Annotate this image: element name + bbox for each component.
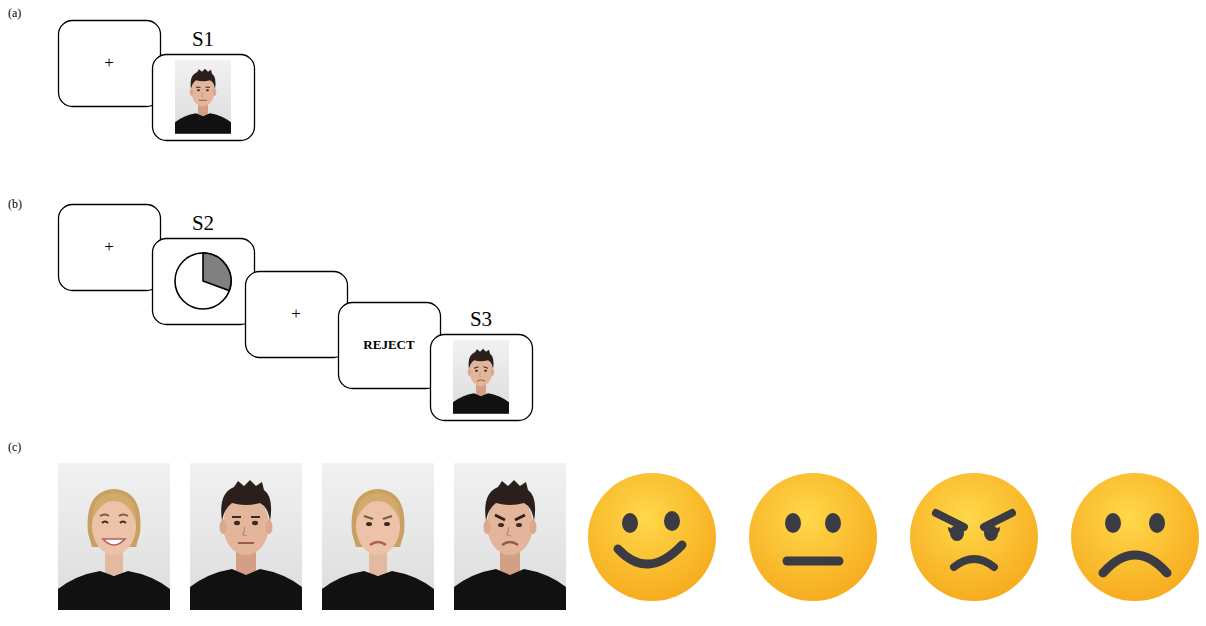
fixation-cross: +	[104, 53, 114, 73]
screen-frame	[431, 335, 533, 421]
face-expression	[364, 516, 392, 545]
screen-frame	[59, 21, 161, 107]
screen-box: S1	[152, 54, 254, 140]
screen-box: +	[245, 271, 347, 357]
screen-frames	[59, 21, 533, 421]
fixation-cross: +	[104, 237, 114, 257]
stimuli	[58, 60, 1199, 610]
face-photo	[175, 60, 231, 134]
stimulus-label: S1	[152, 27, 254, 51]
screen-box: +	[58, 204, 160, 290]
screen-frame	[153, 55, 255, 141]
feedback-word: REJECT	[363, 337, 414, 353]
face-photo	[453, 340, 509, 414]
face-photo	[58, 463, 170, 610]
screen-frame	[153, 239, 255, 325]
screen-box: +	[58, 20, 160, 106]
neutral-emoji	[749, 473, 877, 601]
screen-frame	[339, 303, 441, 389]
panel-label: (a)	[8, 6, 21, 20]
screen-box: S3	[430, 334, 532, 420]
face-photo	[454, 463, 566, 610]
screen-box: S2	[152, 238, 254, 324]
screen-frame	[59, 205, 161, 291]
stimulus-label: S3	[430, 307, 532, 331]
face-expression	[474, 367, 488, 382]
stimulus-label: S2	[152, 211, 254, 235]
happy-emoji	[588, 473, 716, 601]
fixation-cross: +	[291, 304, 301, 324]
angry-emoji	[910, 473, 1038, 601]
panel-label: (c)	[8, 440, 21, 454]
face-expression	[495, 515, 525, 545]
screen-frame	[246, 272, 348, 358]
face-expression	[196, 87, 210, 100]
face-photo	[190, 463, 302, 610]
face-expression	[232, 517, 260, 543]
face-photo	[322, 463, 434, 610]
panel-label: (b)	[8, 197, 22, 211]
sad-emoji	[1071, 473, 1199, 601]
face-expression	[100, 515, 128, 546]
pie-chart	[175, 253, 231, 309]
screen-box: REJECT	[338, 302, 440, 388]
